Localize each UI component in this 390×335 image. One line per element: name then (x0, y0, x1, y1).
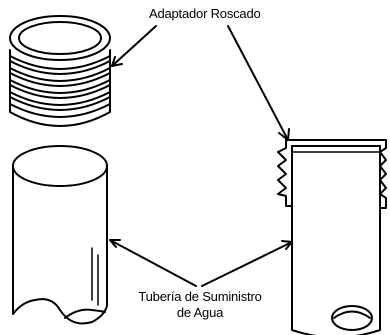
supply-pipe-label-line1: Tubería de Suministro (138, 289, 262, 304)
leader-arrows (109, 25, 293, 287)
supply-pipe-label: Tubería de Suministro de Agua (119, 289, 281, 321)
supply-pipe-label-line2: de Agua (176, 305, 224, 320)
cutaway-assembly (277, 139, 387, 335)
threaded-adapter-top-view (9, 15, 111, 127)
threaded-adapter-label: Adaptador Roscado (149, 6, 261, 21)
water-supply-pipe (12, 145, 108, 325)
